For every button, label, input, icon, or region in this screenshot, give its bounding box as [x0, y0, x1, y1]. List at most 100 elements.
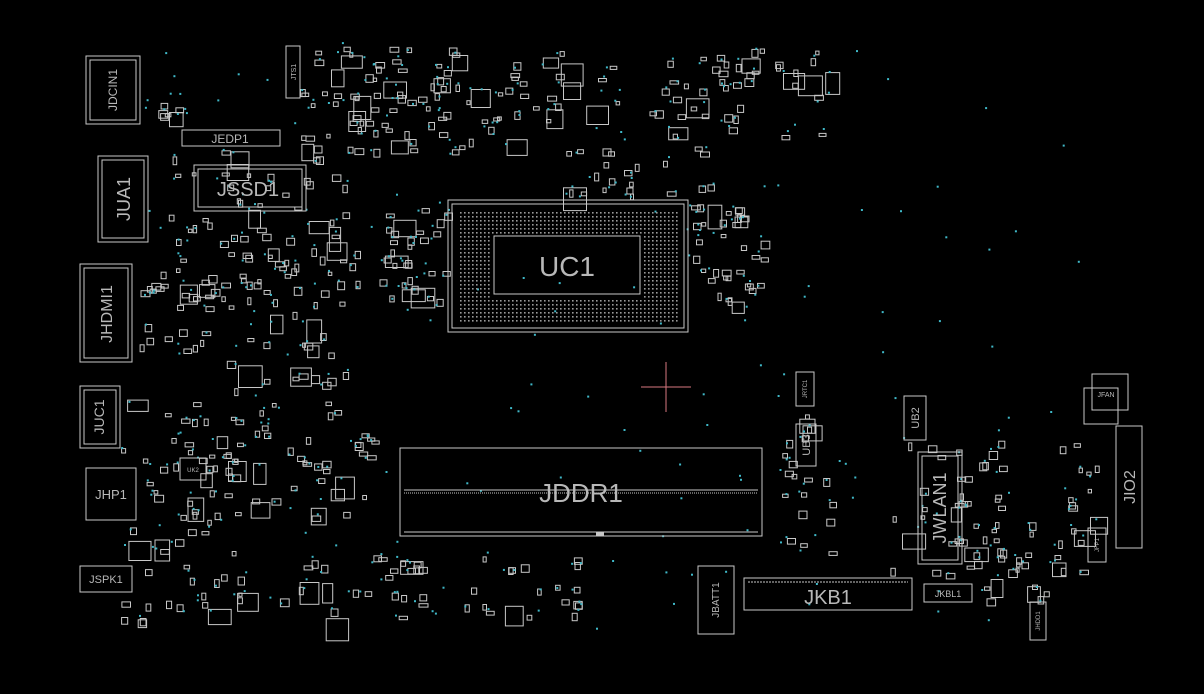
smd-component — [690, 106, 698, 112]
connector-jts1[interactable]: JTS1 — [285, 45, 301, 99]
jspk1-label: JSPK1 — [89, 574, 123, 586]
smd-component — [691, 205, 701, 211]
bga-ball — [620, 220, 622, 222]
bga-ball — [544, 220, 546, 222]
connector-jrtc1[interactable]: JRTC1 — [795, 371, 815, 407]
smd-component — [586, 105, 610, 125]
connector-jhdd1[interactable]: JHDD1 — [1029, 601, 1047, 641]
via — [435, 304, 438, 307]
via — [782, 70, 785, 72]
via — [346, 179, 349, 182]
chip-ub2[interactable]: UB2 — [903, 395, 927, 441]
bga-ball — [504, 308, 506, 310]
jhdd1-label: JHDD1 — [1036, 611, 1042, 631]
connector-jedp1[interactable]: JEDP1 — [181, 129, 281, 147]
bga-ball — [484, 260, 486, 262]
smd-component — [187, 228, 193, 234]
smd-component — [407, 99, 417, 107]
bga-ball — [540, 220, 542, 222]
bga-ball — [668, 304, 670, 306]
connector-jio2[interactable]: JIO2 — [1115, 425, 1143, 549]
via — [413, 288, 416, 291]
via — [1077, 260, 1080, 263]
smd-component — [169, 112, 184, 128]
bga-ball — [472, 316, 474, 318]
bga-ball — [480, 284, 482, 286]
bga-ball — [664, 272, 666, 274]
via — [1075, 498, 1078, 501]
connector-jfp1[interactable]: JFP1 — [1087, 527, 1107, 563]
bga-ball — [668, 296, 670, 298]
bga-ball — [676, 216, 678, 218]
bga-ball — [580, 220, 582, 222]
via — [286, 353, 289, 356]
connector-jssd1[interactable]: JSSD1 — [193, 164, 307, 212]
via — [755, 47, 758, 50]
connector-jkbl1[interactable]: JKBL1 — [923, 583, 973, 603]
connector-jua1[interactable]: JUA1 — [97, 155, 149, 243]
connector-jbatt1[interactable]: JBATT1 — [697, 565, 735, 635]
smd-component — [932, 569, 942, 577]
via — [177, 342, 180, 345]
bga-ball — [664, 252, 666, 254]
via — [815, 583, 818, 585]
via — [389, 216, 392, 218]
via — [723, 224, 726, 227]
smd-component — [140, 290, 151, 298]
smd-component — [390, 230, 400, 239]
bga-ball — [460, 236, 462, 238]
jua1-label: JUA1 — [114, 177, 134, 221]
smd-component — [995, 522, 1000, 529]
chip-uk2[interactable]: UK2 — [179, 457, 207, 481]
bga-ball — [660, 252, 662, 254]
bga-ball — [488, 288, 490, 290]
bga-ball — [616, 312, 618, 314]
bga-ball — [528, 224, 530, 226]
chip-ub3[interactable]: UB3 — [795, 423, 817, 467]
connector-jfan[interactable]: JFAN — [1083, 373, 1129, 425]
connector-jdcin1[interactable]: JDCIN1 — [85, 55, 141, 125]
bga-ball — [632, 228, 634, 230]
connector-jspk1[interactable]: JSPK1 — [79, 565, 133, 593]
bga-ball — [668, 260, 670, 262]
bga-ball — [668, 248, 670, 250]
bga-ball — [520, 212, 522, 214]
smd-component — [801, 435, 810, 443]
bga-ball — [616, 304, 618, 306]
bga-ball — [492, 224, 494, 226]
via — [327, 372, 330, 375]
smd-component — [238, 365, 263, 388]
via — [623, 138, 626, 141]
smd-component — [945, 572, 956, 580]
via — [266, 78, 269, 81]
smd-component — [311, 248, 317, 257]
bga-ball — [668, 308, 670, 310]
bga-ball — [664, 288, 666, 290]
via — [587, 395, 590, 398]
smd-component — [973, 523, 979, 529]
connector-jhdmi1[interactable]: JHDMI1 — [79, 263, 133, 363]
bga-ball — [596, 300, 598, 302]
bga-ball — [608, 320, 610, 322]
bga-ball — [464, 244, 466, 246]
bga-ball — [608, 304, 610, 306]
connector-jddr1[interactable]: JDDR1 — [399, 447, 763, 537]
connector-jwlan1[interactable]: JWLAN1 — [917, 451, 963, 565]
via — [704, 88, 706, 91]
smd-component — [782, 493, 789, 498]
connector-jkb1[interactable]: JKB1 — [743, 577, 913, 611]
via — [739, 217, 741, 220]
bga-ball — [664, 280, 666, 282]
connector-jhp1[interactable]: JHP1 — [85, 467, 137, 521]
chip-uc1[interactable]: UC1 — [447, 199, 689, 333]
bga-ball — [548, 216, 550, 218]
bga-ball — [516, 220, 518, 222]
via — [808, 603, 811, 606]
bga-ball — [628, 320, 630, 322]
via — [303, 456, 306, 459]
bga-ball — [556, 220, 558, 222]
connector-juc1[interactable]: JUC1 — [79, 385, 121, 449]
smd-component — [776, 64, 781, 72]
via — [438, 201, 441, 204]
smd-component — [1029, 531, 1034, 538]
